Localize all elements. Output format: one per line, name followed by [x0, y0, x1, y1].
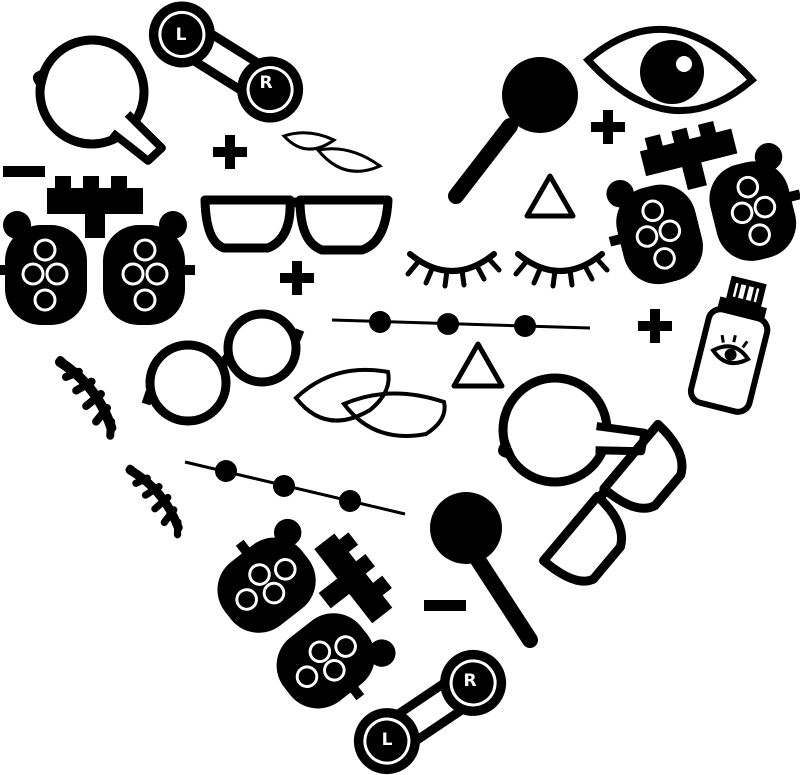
round-glasses-icon [141, 309, 305, 426]
eyeball-anatomy-icon [479, 351, 651, 501]
occluder-icon [448, 57, 578, 204]
eye-drops-icon [687, 275, 771, 415]
triangle-icon [451, 341, 505, 389]
lens-label-r-bottom: R [463, 671, 476, 691]
contact-lens-icon [281, 131, 383, 173]
minus-icon [3, 166, 45, 177]
triangle-icon [524, 173, 576, 219]
plus-icon [213, 135, 247, 169]
phoropter-icon [195, 484, 435, 732]
lens-label-l-bottom: L [382, 730, 393, 750]
plus-icon [280, 261, 314, 295]
eyeglasses-icon [200, 195, 393, 255]
plus-icon [638, 309, 672, 343]
lens-case-top [136, 0, 315, 135]
occluder-icon [430, 492, 538, 648]
lens-label-l-top: L [176, 25, 187, 45]
closed-eye-icon [516, 254, 607, 286]
lens-label-r-top: R [259, 73, 272, 93]
lens-chain-icon [184, 460, 406, 516]
closed-eye-icon [408, 254, 499, 286]
contact-lens-icon [293, 367, 447, 438]
minus-icon [424, 600, 466, 611]
open-eye-icon [582, 26, 758, 114]
lens-chain-icon [331, 311, 591, 337]
eyelash-icon [51, 360, 120, 436]
phoropter-icon [0, 174, 197, 327]
eyeglasses-icon [539, 419, 687, 586]
phoropter-icon [586, 103, 800, 296]
plus-icon [591, 110, 625, 144]
eyelash-icon [124, 468, 184, 535]
